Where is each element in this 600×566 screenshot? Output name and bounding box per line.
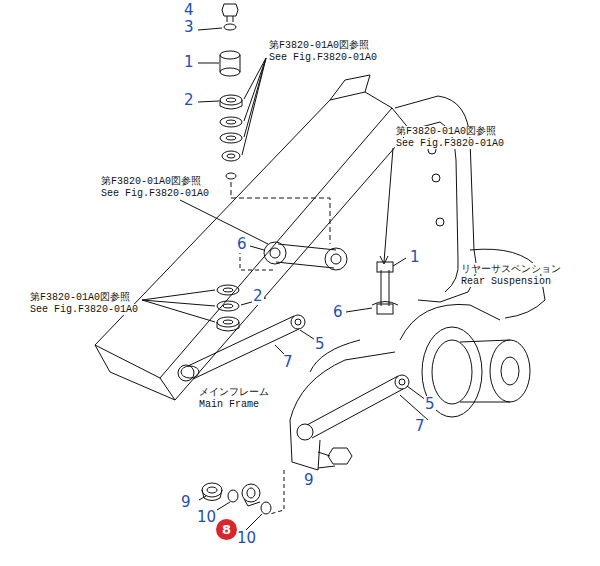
callout-number: 1: [183, 54, 195, 71]
callout-number: 8: [222, 523, 231, 536]
callout-number: 7: [414, 418, 426, 435]
callout-number: 4: [183, 2, 195, 19]
reference-note: 第F3820-01A0図参照: [29, 292, 131, 303]
callout-number: 6: [236, 236, 248, 253]
reference-note: See Fig.F3820-01A0: [100, 188, 210, 199]
reference-note: 第F3820-01A0図参照: [395, 126, 497, 137]
reference-note: See Fig.F3820-01A0: [268, 52, 378, 63]
callout-number: 1: [409, 249, 421, 266]
reference-note: Rear Suspension: [460, 276, 552, 287]
callout-number: 3: [183, 19, 195, 36]
reference-note: Main Frame: [198, 399, 260, 410]
reference-note: リヤーサスペンション: [460, 263, 562, 274]
highlight-callout-circle: 8: [216, 519, 237, 540]
reference-note: メインフレーム: [198, 386, 270, 397]
reference-note: See Fig.F3820-01A0: [29, 304, 139, 315]
reference-note: 第F3820-01A0図参照: [100, 176, 202, 187]
callout-number: 9: [180, 494, 192, 511]
callout-number: 5: [314, 336, 326, 353]
callout-number: 10: [196, 509, 217, 526]
callout-number: 6: [332, 304, 344, 321]
callout-number: 7: [282, 354, 294, 371]
callout-number: 10: [236, 530, 257, 547]
callout-number: 2: [252, 288, 264, 305]
reference-note: 第F3820-01A0図参照: [268, 40, 370, 51]
callout-number: 2: [183, 92, 195, 109]
callout-number: 9: [303, 472, 315, 489]
reference-note: See Fig.F3820-01A0: [395, 138, 505, 149]
callout-number: 5: [424, 396, 436, 413]
